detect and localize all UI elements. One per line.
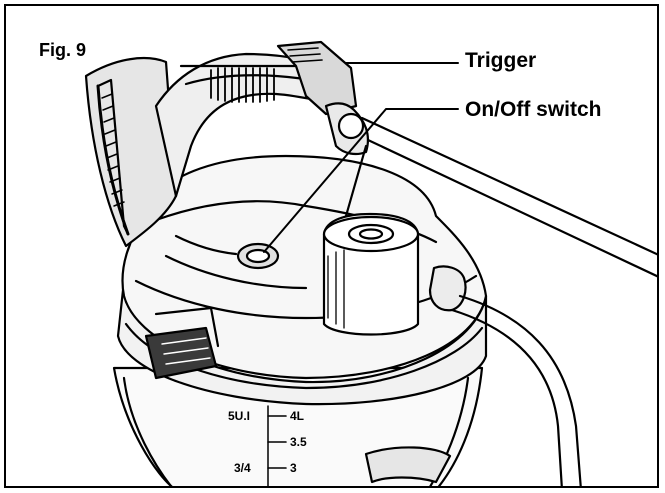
callout-on-off-switch: On/Off switch	[465, 98, 602, 121]
switch-leader	[263, 108, 459, 253]
callout-trigger: Trigger	[465, 49, 537, 72]
scale-label: 3/4	[234, 461, 251, 475]
scale-label: 3	[290, 461, 297, 475]
figure-label: Fig. 9	[39, 40, 87, 60]
scale-label: 3.5	[290, 435, 307, 449]
spring-coil	[210, 67, 275, 103]
side-fitting	[428, 265, 467, 312]
sprayer-illustration: 5U.I 4L 3.5 3/4 3	[84, 40, 657, 486]
on-off-switch	[236, 242, 280, 270]
rear-handle	[84, 56, 178, 248]
figure-frame: 5U.I 4L 3.5 3/4 3 Fig. 9 Trigger On/Off …	[4, 4, 659, 488]
spray-tube	[360, 116, 657, 256]
scale-label: 4L	[290, 409, 304, 423]
scale-label: 5U.I	[228, 409, 250, 423]
container-latch	[144, 326, 218, 380]
air-hose	[458, 294, 582, 486]
